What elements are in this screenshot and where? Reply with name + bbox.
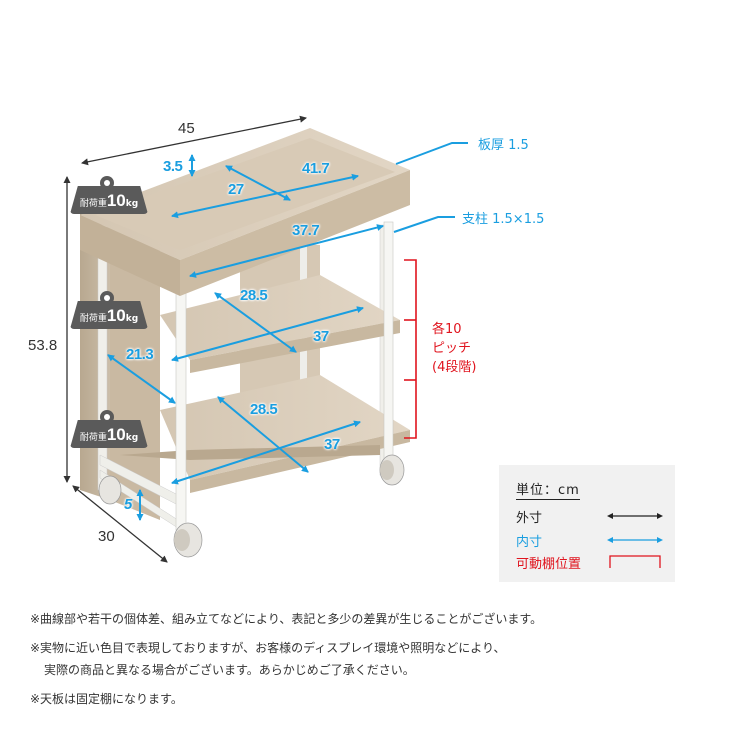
depth-label: 30	[98, 528, 115, 545]
shelf2-depth-label: 28.5	[250, 401, 278, 418]
product-illustration	[63, 115, 468, 563]
legend-unit: 単位：cm	[516, 479, 580, 500]
width-label: 45	[178, 120, 195, 137]
legend-outer-label: 外寸	[516, 511, 543, 526]
side-depth-label: 21.3	[126, 346, 154, 363]
legend-adjustable-label: 可動棚位置	[516, 557, 582, 572]
shelf1-width-label: 37	[313, 328, 329, 345]
inner-dimension-lines	[107, 154, 384, 521]
note-2: ※実物に近い色目で表現しておりますが、お客様のディスプレイ環境や照明などにより、	[30, 641, 506, 655]
note-2-cont: 実際の商品と異なる場合がございます。あらかじめご了承ください。	[44, 663, 415, 677]
note-3: ※天板は固定棚になります。	[30, 692, 183, 706]
under-top-width-label: 37.7	[292, 222, 320, 239]
board-thickness-callout: 板厚 1.5	[478, 138, 529, 153]
pitch-line-1: 各10	[432, 322, 462, 337]
load-capacity-badge: 耐荷重10kg	[70, 176, 148, 214]
inner-dimension-arrow-icon	[607, 537, 663, 543]
callout-leaders	[393, 142, 468, 233]
legend-inner-label: 内寸	[516, 535, 543, 550]
pitch-line-2: ピッチ	[432, 341, 472, 356]
shelf1-depth-label: 28.5	[240, 287, 268, 304]
adjustable-bracket-icon	[609, 555, 661, 568]
load-capacity-badge: 耐荷重10kg	[70, 410, 148, 448]
floor-clearance-label: 5	[124, 496, 132, 513]
note-1: ※曲線部や若干の個体差、組み立てなどにより、表記と多少の差異が生じることがござい…	[30, 612, 543, 626]
pitch-line-3: (4段階)	[432, 360, 477, 375]
shelf2-width-label: 37	[324, 436, 340, 453]
load-capacity-badge: 耐荷重10kg	[70, 291, 148, 329]
legend-box: 単位：cm 外寸 内寸 可動棚位置	[499, 465, 675, 582]
adjustable-shelf-bracket	[404, 259, 417, 439]
notes: ※曲線部や若干の個体差、組み立てなどにより、表記と多少の差異が生じることがござい…	[30, 608, 730, 710]
tray-width-label: 41.7	[302, 160, 330, 177]
outer-dimension-lines	[63, 115, 307, 563]
height-label: 53.8	[28, 337, 58, 354]
tray-depth-label: 27	[228, 181, 244, 198]
adjustable-pitch-text: 各10 ピッチ (4段階)	[432, 320, 476, 377]
pillar-callout: 支柱 1.5×1.5	[462, 212, 545, 227]
outer-dimension-arrow-icon	[607, 513, 663, 519]
tray-edge-height-label: 3.5	[163, 158, 183, 175]
